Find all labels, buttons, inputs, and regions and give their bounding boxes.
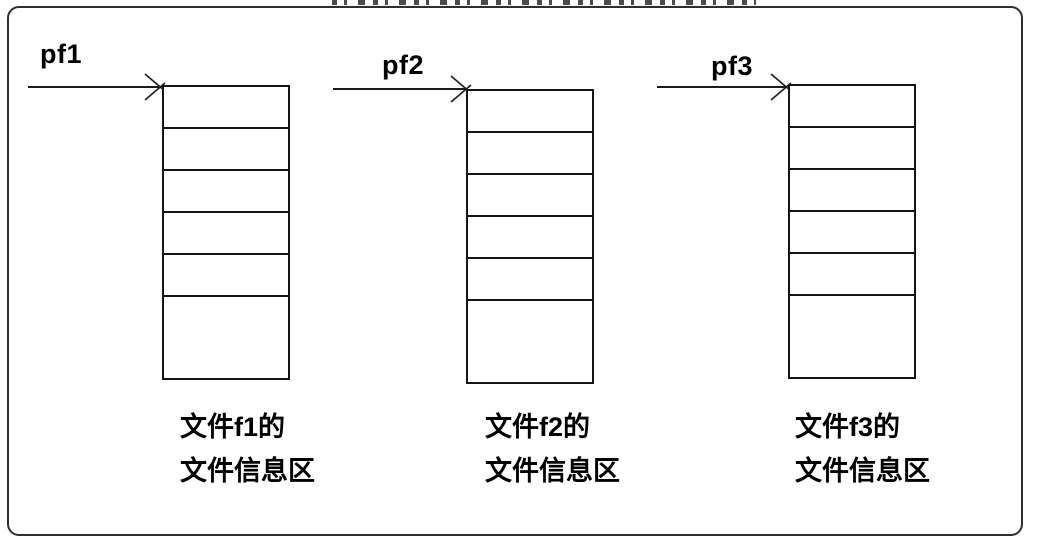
caption-line: 文件f3的 — [795, 412, 901, 442]
caption-line: 文件f1的 — [180, 412, 286, 442]
pointer-label-pf2: pf2 — [382, 50, 424, 80]
stack-cell — [790, 212, 914, 254]
stack-cell — [790, 254, 914, 296]
pointer-label-pf1: pf1 — [40, 39, 82, 69]
stack-cell — [164, 297, 288, 378]
pf1-arrow-icon — [28, 73, 166, 101]
caption-line: 文件信息区 — [180, 456, 315, 486]
stack-caption-f1: 文件f1的 文件信息区 — [180, 405, 315, 493]
stack-cell — [468, 175, 592, 217]
stack-cell — [468, 301, 592, 382]
stack-cell — [468, 217, 592, 259]
file-info-stack-f2 — [466, 89, 594, 384]
stack-cell — [468, 133, 592, 175]
file-info-stack-f1 — [162, 85, 290, 380]
stack-cell — [164, 255, 288, 297]
stack-caption-f2: 文件f2的 文件信息区 — [485, 405, 620, 493]
pf2-arrow-icon — [333, 75, 472, 103]
stack-cell — [790, 128, 914, 170]
stack-cell — [164, 129, 288, 171]
stack-caption-f3: 文件f3的 文件信息区 — [795, 405, 930, 493]
pf3-arrow-icon — [657, 73, 792, 101]
stack-cell — [790, 296, 914, 377]
pointer-label-pf3: pf3 — [711, 51, 753, 81]
diagram-border — [7, 6, 1023, 536]
stack-cell — [468, 91, 592, 133]
stack-cell — [164, 171, 288, 213]
stack-cell — [164, 87, 288, 129]
clipped-caption-fragment — [332, 0, 756, 5]
caption-line: 文件信息区 — [485, 456, 620, 486]
stack-cell — [790, 170, 914, 212]
stack-cell — [164, 213, 288, 255]
stack-cell — [468, 259, 592, 301]
file-info-stack-f3 — [788, 84, 916, 379]
stack-cell — [790, 86, 914, 128]
caption-line: 文件f2的 — [485, 412, 591, 442]
caption-line: 文件信息区 — [795, 456, 930, 486]
